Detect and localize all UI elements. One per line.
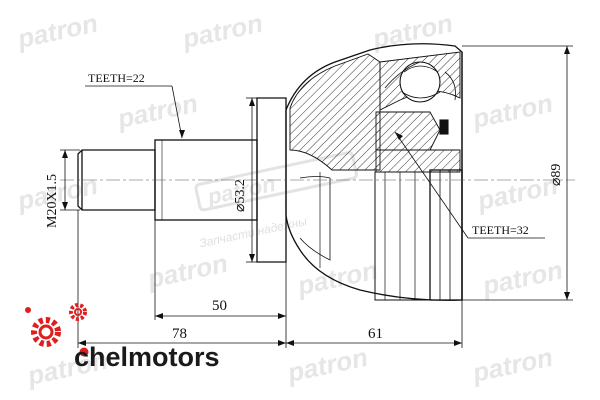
- thread-size-label: M20X1.5: [45, 174, 60, 228]
- gears-icon: [25, 303, 89, 357]
- length-50-label: 50: [212, 298, 227, 314]
- watermark-text: patron: [474, 170, 560, 216]
- dimension-labels: TEETH=22 TEETH=32 M20X1.5 ⌀53.2 ⌀89 50 7…: [45, 71, 564, 342]
- watermark-text: patron: [179, 8, 265, 54]
- watermark-text: patron: [469, 88, 555, 134]
- part-outline: [77, 43, 463, 301]
- shaft-diameter-label: ⌀53.2: [233, 179, 248, 212]
- watermark-text: patron: [469, 342, 555, 388]
- length-61-label: 61: [368, 326, 383, 342]
- chelmotors-wordmark: chelmotors: [74, 342, 220, 372]
- watermark-text: patron: [144, 248, 230, 294]
- teeth-22-label: TEETH=22: [88, 71, 145, 85]
- watermark-text: patron: [294, 255, 380, 301]
- dimension-lines: [60, 45, 573, 348]
- dimension-arrows: [62, 46, 570, 346]
- chelmotors-logo: chelmotors: [25, 303, 220, 372]
- watermark-text: patron: [479, 255, 565, 301]
- ball-and-cage: [384, 61, 456, 135]
- watermark-text: patron: [14, 8, 100, 54]
- watermark-text: patron: [114, 88, 200, 134]
- watermark-text: patron: [284, 342, 370, 388]
- watermark-layer: patron patron patron patron patron patro…: [14, 8, 565, 391]
- teeth-32-label: TEETH=32: [472, 223, 529, 237]
- length-78-label: 78: [172, 326, 187, 342]
- body-diameter-label: ⌀89: [549, 164, 564, 186]
- bearing-ball: [399, 61, 441, 103]
